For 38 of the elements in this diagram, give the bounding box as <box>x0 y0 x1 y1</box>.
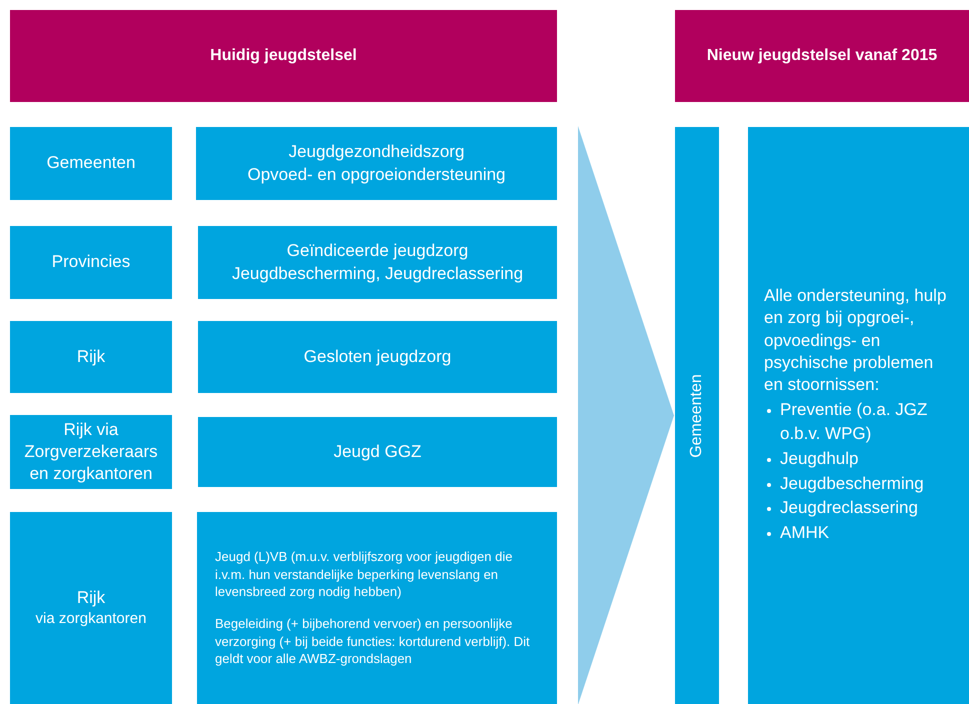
content-box <box>197 512 557 704</box>
box-label: Rijk <box>76 587 106 610</box>
content-box <box>198 417 557 487</box>
box-label: Alle ondersteuning, hulp en zorg bij opgroei-, opvoedings- en psychische problemen en stoornissen: <box>764 285 948 396</box>
box-label: Provincies <box>52 251 130 274</box>
box-label: Opvoed- en opgroeiondersteuning <box>247 164 506 186</box>
box-label: Jeugdgezondheidszorg <box>288 141 464 164</box>
vertical-bar <box>675 127 719 704</box>
content-box <box>10 226 172 299</box>
transition-arrow <box>578 126 674 704</box>
box-label: Rijk <box>76 346 106 368</box>
content-box <box>10 321 172 393</box>
content-box <box>196 127 557 200</box>
header-title: Nieuw jeugdstelsel vanaf 2015 <box>706 46 938 66</box>
box-label: Begeleiding (+ bijbehorend vervoer) en persoonlijke verzorging (+ bij beide functies: kortdurend verblijf). Dit geldt voor alle AWBZ-grondslagen <box>215 615 531 668</box>
bullet-item: AMHK <box>764 521 830 546</box>
content-box <box>748 127 969 704</box>
box-label: Geïndiceerde jeugdzorg <box>286 240 468 262</box>
content-box <box>10 127 172 200</box>
box-label: Rijk via Zorgverzekeraars en zorgkantoren <box>23 418 159 486</box>
bullet-item: Jeugdhulp <box>764 447 858 472</box>
box-label: Gemeenten <box>46 152 136 174</box>
header-bar <box>10 10 557 102</box>
content-box <box>10 512 172 704</box>
header-title: Huidig jeugdstelsel <box>210 46 357 66</box>
bullet-item: Preventie (o.a. JGZ o.b.v. WPG) <box>764 398 955 448</box>
box-label: Jeugdbescherming, Jeugdreclassering <box>232 262 524 284</box>
bullet-item: Jeugdbescherming <box>764 472 924 496</box>
header-bar <box>675 10 969 102</box>
content-box <box>10 415 172 489</box>
content-box <box>198 321 557 393</box>
bar-label: Gemeenten <box>688 374 706 458</box>
content-box <box>198 226 557 299</box>
box-label: Gesloten jeugdzorg <box>304 346 452 368</box>
box-label: via zorgkantoren <box>36 609 146 629</box>
box-label: Jeugd (L)VB (m.u.v. verblijfszorg voor jeugdigen die i.v.m. hun verstandelijke beperking levenslang en levensbreed zorg nodig hebben) <box>215 548 514 601</box>
box-label: Jeugd GGZ <box>334 440 422 463</box>
bullet-item: Jeugdreclassering <box>764 496 918 522</box>
